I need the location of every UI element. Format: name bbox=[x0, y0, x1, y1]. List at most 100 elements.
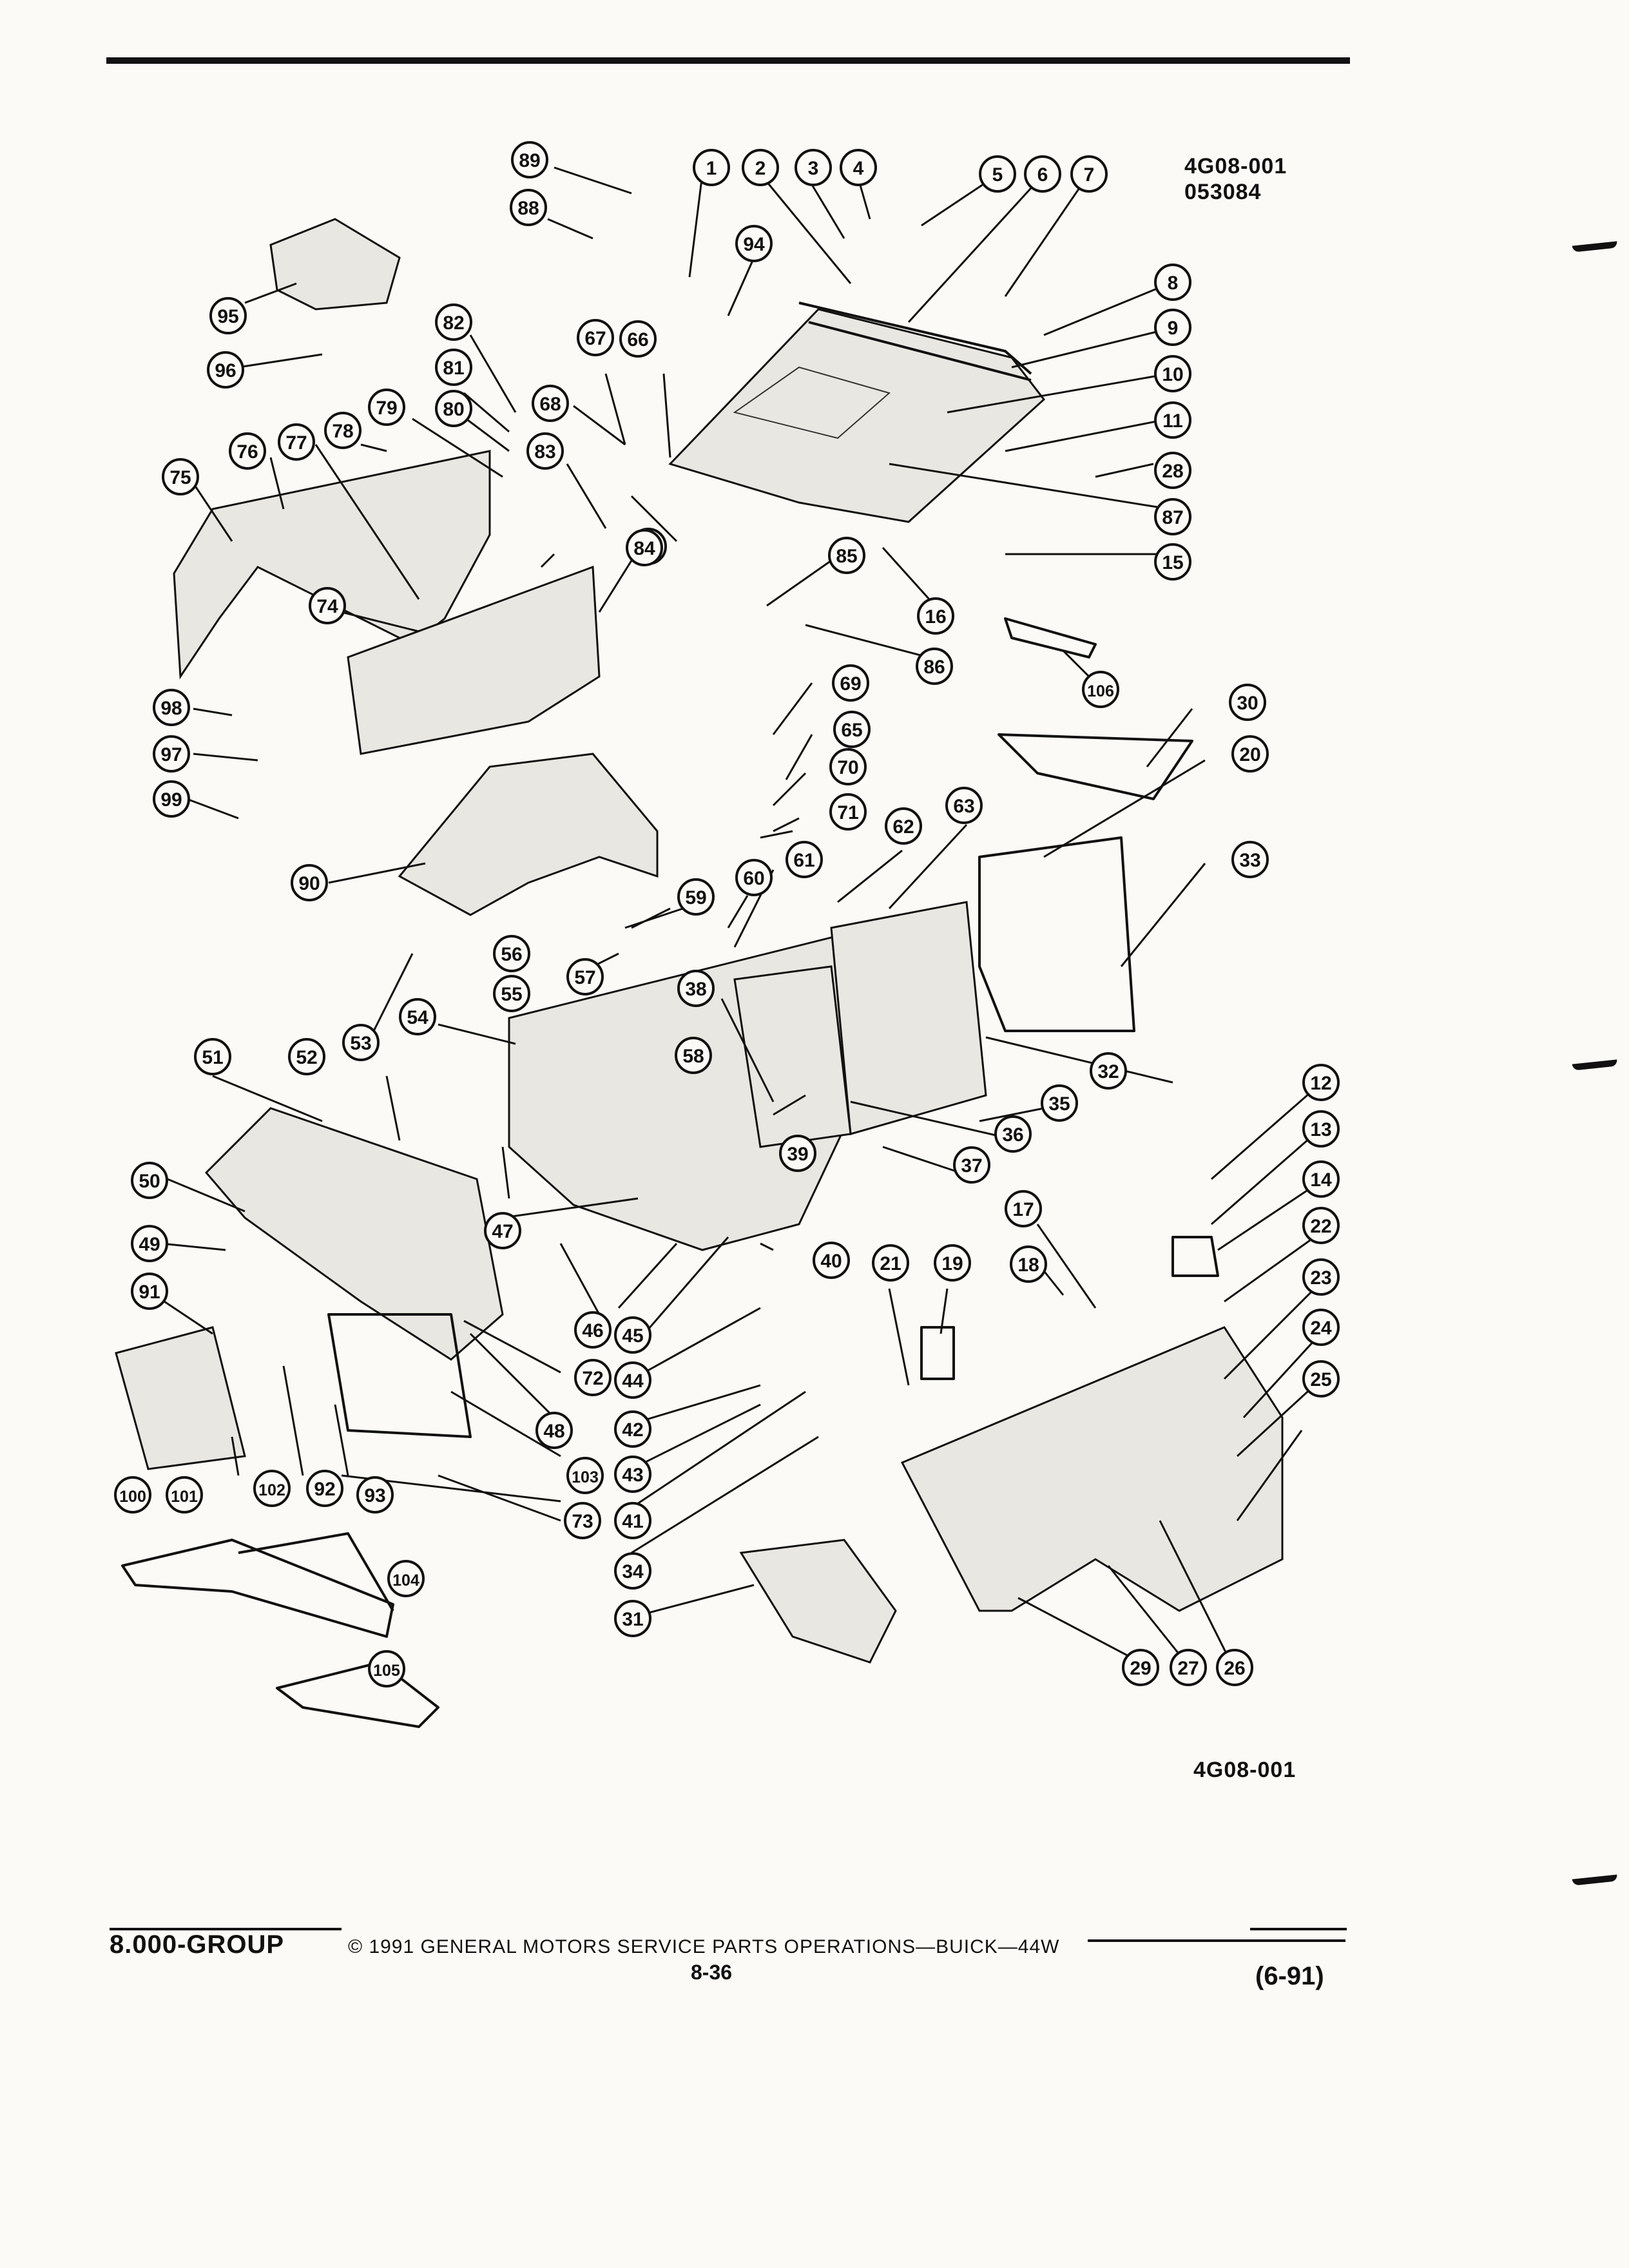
callout-number: 11 bbox=[1162, 410, 1183, 432]
callout-number: 105 bbox=[373, 1662, 400, 1680]
figure-code-line2: 053084 bbox=[1184, 180, 1262, 204]
callout-number: 28 bbox=[1162, 461, 1183, 482]
callout-12: 12 bbox=[1302, 1064, 1340, 1101]
callout-number: 68 bbox=[539, 394, 561, 415]
callout-number: 10 bbox=[1162, 364, 1183, 385]
callout-number: 98 bbox=[160, 698, 182, 719]
callout-58: 58 bbox=[675, 1037, 712, 1074]
callout-90: 90 bbox=[291, 864, 328, 901]
callout-25: 25 bbox=[1302, 1360, 1340, 1398]
callout-number: 31 bbox=[622, 1609, 643, 1630]
callout-51: 51 bbox=[194, 1038, 231, 1075]
callout-number: 93 bbox=[364, 1485, 385, 1506]
callout-39: 39 bbox=[779, 1135, 816, 1172]
callout-number: 37 bbox=[961, 1155, 982, 1177]
leader-lines bbox=[154, 166, 1316, 1664]
callout-13: 13 bbox=[1302, 1110, 1340, 1148]
callout-9: 9 bbox=[1154, 309, 1191, 346]
callout-19: 19 bbox=[934, 1244, 971, 1282]
callout-31: 31 bbox=[614, 1600, 651, 1637]
callout-number: 13 bbox=[1310, 1119, 1331, 1140]
figure-code-top: 4G08-001 053084 bbox=[1184, 153, 1287, 205]
callout-46: 46 bbox=[574, 1311, 612, 1349]
callout-number: 95 bbox=[217, 306, 238, 327]
callout-number: 78 bbox=[332, 421, 353, 442]
callout-number: 58 bbox=[682, 1046, 704, 1067]
callout-94: 94 bbox=[735, 225, 773, 262]
callout-number: 104 bbox=[392, 1571, 419, 1590]
callout-86: 86 bbox=[916, 648, 953, 685]
callout-number: 89 bbox=[519, 150, 540, 171]
callout-number: 74 bbox=[316, 596, 338, 617]
callout-number: 103 bbox=[572, 1468, 599, 1486]
callout-59: 59 bbox=[677, 878, 715, 916]
callout-36: 36 bbox=[994, 1115, 1032, 1153]
callout-87: 87 bbox=[1154, 498, 1191, 535]
callout-number: 14 bbox=[1310, 1169, 1332, 1191]
callout-17: 17 bbox=[1005, 1190, 1042, 1227]
callout-37: 37 bbox=[953, 1146, 990, 1184]
callout-38: 38 bbox=[677, 970, 715, 1007]
callout-number: 23 bbox=[1310, 1267, 1331, 1289]
callout-1: 1 bbox=[693, 149, 730, 186]
callout-77: 77 bbox=[278, 423, 315, 461]
callout-63: 63 bbox=[945, 787, 983, 824]
callout-20: 20 bbox=[1231, 735, 1269, 773]
callout-number: 70 bbox=[837, 757, 858, 778]
callout-number: 75 bbox=[169, 467, 191, 488]
footer-group-label: 8.000-GROUP bbox=[110, 1930, 285, 1959]
footer-page-number: 8-36 bbox=[691, 1961, 733, 1984]
callout-62: 62 bbox=[885, 807, 922, 845]
binding-edge-mark bbox=[1572, 1057, 1624, 1076]
callout-81: 81 bbox=[435, 349, 472, 386]
footer-copyright: © 1991 GENERAL MOTORS SERVICE PARTS OPER… bbox=[348, 1936, 1060, 1957]
callout-80: 80 bbox=[435, 390, 472, 427]
callout-67: 67 bbox=[577, 319, 614, 356]
callout-84: 84 bbox=[626, 529, 663, 566]
footer-revision-date: (6-91) bbox=[1255, 1962, 1324, 1990]
callout-number: 6 bbox=[1037, 164, 1048, 186]
footer-rule-right bbox=[1088, 1939, 1345, 1942]
callout-43: 43 bbox=[614, 1456, 651, 1493]
callout-number: 50 bbox=[139, 1171, 160, 1192]
callout-97: 97 bbox=[153, 735, 190, 773]
callout-number: 99 bbox=[160, 789, 182, 811]
callout-number: 81 bbox=[443, 358, 464, 379]
callout-27: 27 bbox=[1170, 1649, 1207, 1686]
callout-number: 41 bbox=[622, 1511, 643, 1532]
callout-number: 8 bbox=[1168, 273, 1179, 294]
callout-99: 99 bbox=[153, 780, 190, 818]
callout-number: 65 bbox=[841, 720, 862, 741]
binding-edge-mark bbox=[1572, 238, 1624, 258]
callout-49: 49 bbox=[131, 1225, 168, 1262]
callout-number: 2 bbox=[755, 158, 766, 179]
callout-54: 54 bbox=[399, 998, 436, 1035]
callout-number: 92 bbox=[314, 1479, 335, 1500]
callout-100: 100 bbox=[114, 1476, 151, 1514]
callout-number: 38 bbox=[685, 979, 706, 1000]
callout-5: 5 bbox=[979, 155, 1016, 193]
callout-56: 56 bbox=[493, 935, 530, 972]
callout-number: 39 bbox=[787, 1144, 808, 1165]
callout-number: 82 bbox=[443, 312, 464, 334]
callout-75: 75 bbox=[162, 458, 199, 495]
callout-number: 24 bbox=[1310, 1318, 1332, 1339]
callout-35: 35 bbox=[1041, 1084, 1078, 1122]
callout-number: 45 bbox=[622, 1325, 643, 1347]
callout-83: 83 bbox=[526, 432, 564, 470]
callout-number: 102 bbox=[258, 1481, 285, 1499]
callout-number: 60 bbox=[743, 868, 764, 889]
callout-89: 89 bbox=[511, 141, 548, 178]
callout-number: 33 bbox=[1239, 850, 1260, 871]
callout-78: 78 bbox=[324, 412, 361, 449]
callout-number: 79 bbox=[376, 398, 397, 419]
callout-number: 21 bbox=[880, 1253, 901, 1274]
callout-number: 44 bbox=[622, 1370, 644, 1392]
callout-8: 8 bbox=[1154, 264, 1191, 301]
callout-61: 61 bbox=[786, 841, 823, 878]
callout-number: 90 bbox=[298, 873, 320, 894]
callout-11: 11 bbox=[1154, 401, 1191, 439]
callout-42: 42 bbox=[614, 1410, 651, 1448]
callout-33: 33 bbox=[1231, 841, 1269, 878]
callout-76: 76 bbox=[229, 432, 266, 470]
